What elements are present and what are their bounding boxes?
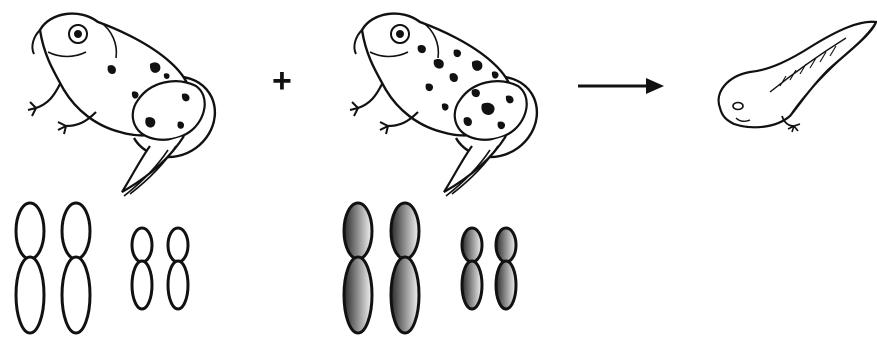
chromosome-small: [462, 228, 482, 309]
chromosome-large: [344, 203, 372, 333]
frog-icon: [350, 14, 537, 196]
plus-icon: +: [272, 62, 292, 100]
chromosome-small: [496, 228, 516, 309]
arrow-right-icon: [578, 78, 664, 94]
chromosome-small: [168, 228, 188, 309]
tadpole-icon: [719, 22, 876, 132]
chromosome-large: [391, 203, 419, 333]
chromosome-large: [16, 203, 44, 333]
chromosome-large: [62, 203, 90, 333]
chromosome-small: [132, 228, 152, 309]
frog-icon: [28, 14, 215, 196]
chromosome-set-parent-2: [344, 203, 516, 333]
chromosome-set-parent-1: [16, 203, 188, 333]
